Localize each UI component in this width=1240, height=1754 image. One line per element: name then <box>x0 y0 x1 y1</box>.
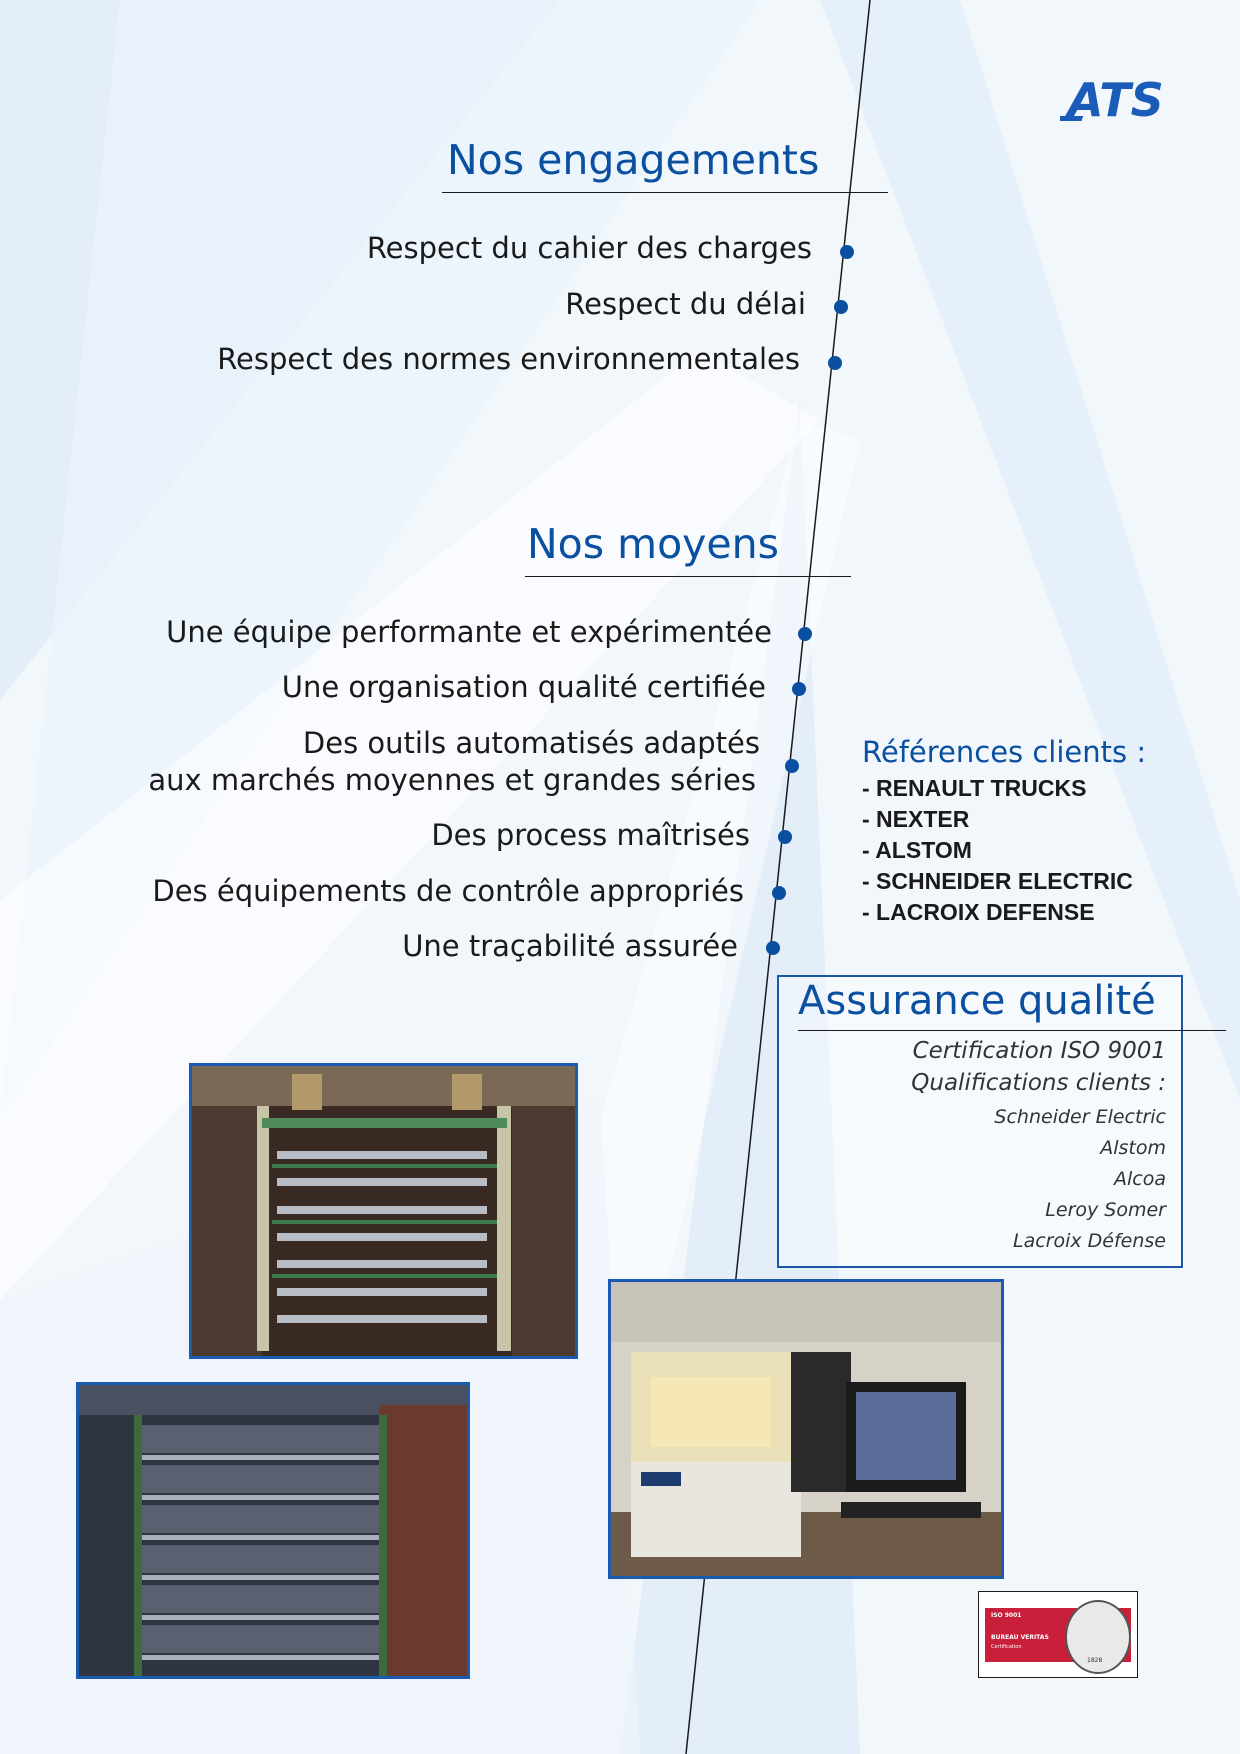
badge-sub-text: Certification <box>991 1644 1022 1650</box>
engagements-underline <box>442 192 888 193</box>
bullet-dot <box>778 830 792 844</box>
moyens-item: aux marchés moyennes et grandes séries <box>148 763 756 797</box>
bullet-dot <box>766 941 780 955</box>
photo-rod-rack <box>189 1063 578 1359</box>
quality-client: Alstom <box>1100 1137 1166 1159</box>
moyens-item: Une traçabilité assurée <box>402 929 738 963</box>
moyens-title: Nos moyens <box>527 520 780 568</box>
moyens-item: Des process maîtrisés <box>431 818 750 852</box>
reference-item: - SCHNEIDER ELECTRIC <box>862 868 1133 894</box>
reference-item: - LACROIX DEFENSE <box>862 899 1095 925</box>
moyens-item: Une équipe performante et expérimentée <box>166 615 772 649</box>
bullet-dot <box>828 356 842 370</box>
moyens-underline <box>525 576 851 577</box>
photo-control-equipment <box>608 1279 1004 1579</box>
bullet-dot <box>785 759 799 773</box>
engagement-item: Respect du cahier des charges <box>366 231 812 265</box>
ats-logo: ATS <box>1041 70 1200 130</box>
quality-box <box>777 975 1183 1268</box>
bullet-dot <box>772 886 786 900</box>
bullet-dot <box>792 682 806 696</box>
reference-item: - NEXTER <box>862 806 970 832</box>
quality-client: Alcoa <box>1114 1168 1166 1190</box>
badge-year: 1828 <box>1087 1657 1103 1664</box>
bullet-dot <box>834 300 848 314</box>
reference-item: - RENAULT TRUCKS <box>862 775 1087 801</box>
references-title: Références clients : <box>862 735 1147 769</box>
engagements-title: Nos engagements <box>447 136 820 184</box>
iso-certification-badge: ISO 9001 BUREAU VERITAS Certification 18… <box>978 1591 1138 1678</box>
photo-parts-rack <box>76 1382 470 1679</box>
reference-item: - ALSTOM <box>862 837 972 863</box>
references-list: - RENAULT TRUCKS - NEXTER - ALSTOM - SCH… <box>862 773 1133 928</box>
moyens-item: Une organisation qualité certifiée <box>281 670 766 704</box>
bullet-dot <box>840 245 854 259</box>
quality-title: Assurance qualité <box>798 978 1156 1024</box>
quality-client: Lacroix Défense <box>1012 1230 1166 1252</box>
moyens-item: Des outils automatisés adaptés <box>302 726 760 760</box>
quality-certification: Certification ISO 9001 <box>912 1038 1166 1064</box>
bureau-veritas-seal-icon: 1828 <box>1065 1600 1131 1674</box>
moyens-item: Des équipements de contrôle appropriés <box>152 874 744 908</box>
quality-underline <box>798 1030 1226 1031</box>
bullet-dot <box>798 627 812 641</box>
quality-client: Leroy Somer <box>1045 1199 1166 1221</box>
quality-qualifications: Qualifications clients : <box>911 1070 1166 1096</box>
engagement-item: Respect des normes environnementales <box>217 342 800 376</box>
badge-iso-text: ISO 9001 <box>991 1612 1022 1619</box>
engagement-item: Respect du délai <box>565 287 806 321</box>
badge-org-text: BUREAU VERITAS <box>991 1634 1049 1641</box>
quality-client: Schneider Electric <box>994 1106 1166 1128</box>
